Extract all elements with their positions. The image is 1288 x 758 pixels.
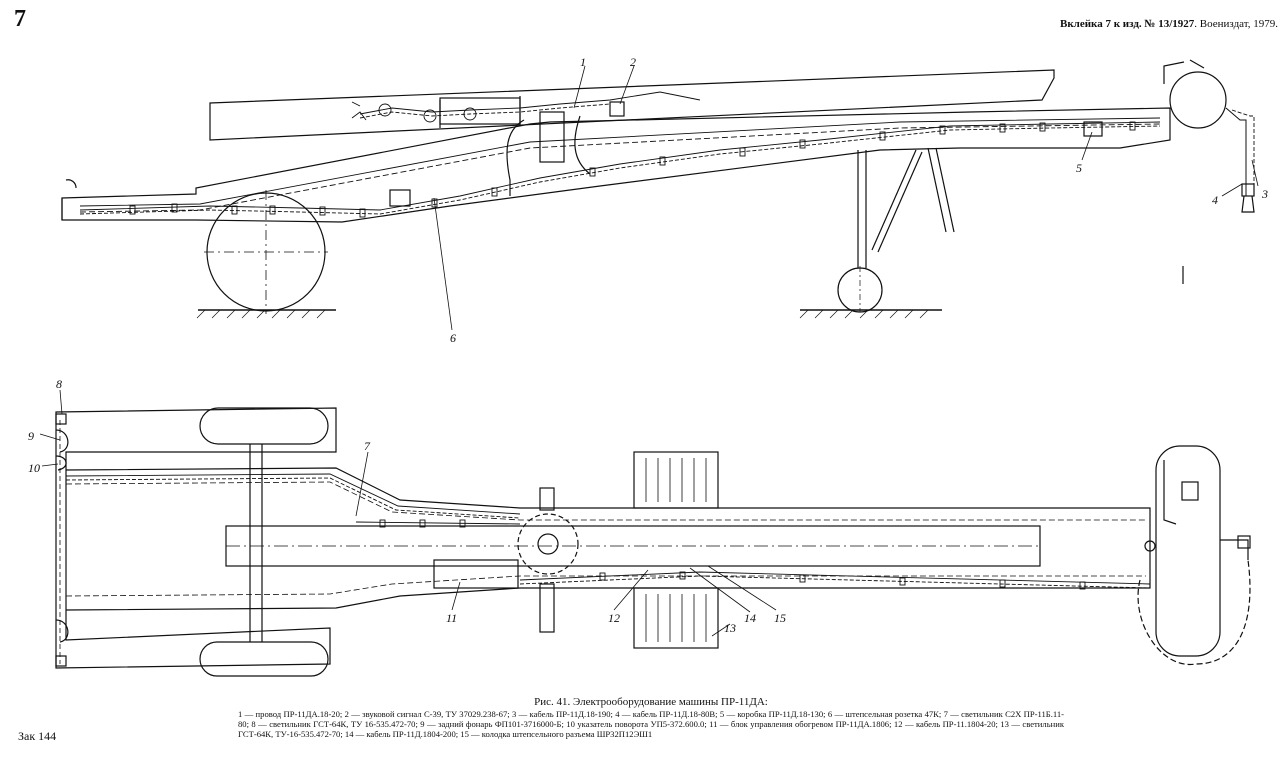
tank-plan (1137, 445, 1251, 665)
callout-numbers: 1 2 3 4 5 6 7 8 9 10 11 12 13 14 15 (28, 55, 1268, 635)
cable-clips (129, 121, 1136, 218)
plan-view (55, 407, 1251, 677)
caption-legend: 1 — провод ПР-11ДА.18-20; 2 — звуковой с… (238, 709, 1064, 739)
order-mark: Зак 144 (18, 729, 57, 743)
side-view (61, 59, 1255, 319)
pivot-post (506, 101, 625, 196)
ground-hatching (196, 309, 929, 319)
page-number: 7 (14, 6, 26, 32)
steps-upper (633, 451, 719, 509)
turntable (517, 487, 579, 633)
callout-15: 15 (774, 611, 786, 625)
callout-2: 2 (630, 55, 636, 69)
insert-note-rest: . Воениздат, 1979. (1194, 18, 1278, 30)
plan-wheels (199, 407, 329, 677)
callout-9: 9 (28, 429, 34, 443)
callout-5: 5 (1076, 161, 1082, 175)
boom-plan (225, 525, 1156, 567)
callout-11: 11 (446, 611, 457, 625)
leader-lines (39, 65, 1259, 637)
front-support (837, 147, 955, 313)
callout-13: 13 (724, 621, 736, 635)
callout-12: 12 (608, 611, 620, 625)
side-cable-run (79, 121, 1161, 218)
insert-note-bold: Вклейка 7 к изд. № 13/1927 (1059, 18, 1195, 30)
boom-wiring (351, 91, 701, 123)
rear-crossmember (55, 407, 337, 669)
frame-rails (65, 467, 1151, 611)
steps-lower (633, 587, 719, 649)
callout-7: 7 (364, 439, 371, 453)
tank (1083, 59, 1255, 213)
caption-title: Рис. 41. Электрооборудование машины ПР-1… (534, 696, 768, 708)
callout-1: 1 (580, 55, 586, 69)
heater-control-block (433, 559, 519, 589)
callout-4: 4 (1212, 193, 1218, 207)
chassis-frame (61, 107, 1171, 223)
callout-14: 14 (744, 611, 756, 625)
insert-note: Вклейка 7 к изд. № 13/1927. Воениздат, 1… (1060, 18, 1278, 30)
boom (209, 69, 1055, 141)
callout-6: 6 (450, 331, 456, 345)
rear-wheel (204, 190, 328, 314)
callout-3: 3 (1261, 187, 1268, 201)
callout-8: 8 (56, 377, 62, 391)
rear-lamps (55, 413, 69, 667)
plan-cable-runs (65, 473, 1151, 590)
figure-caption: Рис. 41. Электрооборудование машины ПР-1… (238, 696, 1064, 740)
callout-10: 10 (28, 461, 40, 475)
